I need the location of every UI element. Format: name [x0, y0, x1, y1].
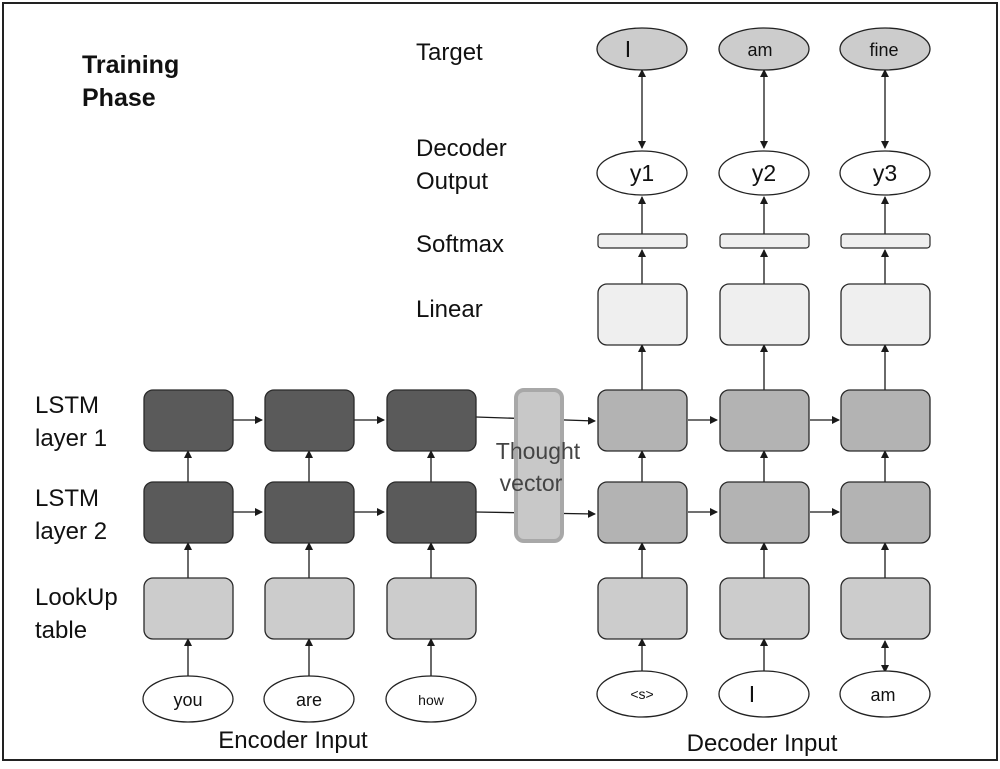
decoder-input-node — [718, 670, 810, 718]
decoder-lstm1-cell — [597, 389, 688, 452]
row-label-lstm1-line1: LSTM — [35, 392, 99, 419]
decoder-lstm2-cell — [840, 481, 931, 544]
row-label-lookup-line2: table — [35, 617, 87, 644]
encoder-input-node — [385, 675, 477, 723]
decoder-lstm1-cell — [840, 389, 931, 452]
decoder-lookup-cell — [840, 577, 931, 640]
diagram-title-line1: Training — [82, 51, 179, 79]
row-label-lstm1-line2: layer 1 — [35, 425, 107, 452]
encoder-input-word: how — [418, 692, 445, 708]
decoder-lookup-row — [597, 577, 931, 640]
linear-cell — [719, 283, 810, 346]
decoder-lstm2-row — [597, 481, 931, 544]
target-node — [596, 27, 688, 71]
encoder-lookup-cell — [386, 577, 477, 640]
target-node — [718, 27, 810, 71]
encoder-input-node — [142, 675, 234, 723]
decoder-lstm2-cell — [597, 481, 688, 544]
row-label-decoder-output-line1: Decoder — [416, 135, 507, 162]
decoder-input-node — [839, 670, 931, 718]
target-word: I — [625, 36, 631, 62]
decoder-output-word: y3 — [873, 160, 897, 186]
target-word: am — [747, 40, 772, 60]
decoder-input-node — [596, 670, 688, 718]
decoder-output-node — [839, 150, 931, 196]
encoder-lookup-cell — [143, 577, 234, 640]
linear-row — [597, 283, 931, 346]
decoder-lstm2-cell — [719, 481, 810, 544]
encoder-lookup-cell — [264, 577, 355, 640]
encoder-lookup-row — [143, 577, 477, 640]
linear-cell — [840, 283, 931, 346]
decoder-output-word: y2 — [752, 160, 776, 186]
encoder-lstm1-cell — [386, 389, 477, 452]
row-label-linear: Linear — [416, 296, 483, 323]
row-label-lstm2-line1: LSTM — [35, 485, 99, 512]
row-label-lstm2-line2: layer 2 — [35, 518, 107, 545]
encoder-input-label: Encoder Input — [218, 727, 368, 754]
softmax-cell — [840, 233, 931, 249]
linear-cell — [597, 283, 688, 346]
decoder-input-word: I — [749, 681, 755, 707]
encoder-lstm2-cell — [264, 481, 355, 544]
encoder-lstm2-row — [143, 481, 477, 544]
softmax-row — [597, 233, 931, 249]
decoder-lstm1-cell — [719, 389, 810, 452]
decoder-output-node — [718, 150, 810, 196]
decoder-lookup-cell — [597, 577, 688, 640]
encoder-lstm1-cell — [264, 389, 355, 452]
row-label-softmax: Softmax — [416, 231, 504, 258]
encoder-input-word: are — [296, 690, 322, 710]
decoder-lookup-cell — [719, 577, 810, 640]
target-node — [839, 27, 931, 71]
decoder-lstm1-row — [597, 389, 931, 452]
encoder-lstm2-cell — [143, 481, 234, 544]
encoder-lstm1-row — [143, 389, 477, 452]
thought-vector-bar — [514, 388, 564, 543]
encoder-lstm1-cell — [143, 389, 234, 452]
decoder-input-label: Decoder Input — [687, 730, 838, 757]
decoder-input-word: am — [870, 685, 895, 705]
target-word: fine — [869, 40, 898, 60]
thought-vector-label-line2: vector — [500, 470, 563, 496]
decoder-input-word: <s> — [630, 686, 653, 702]
softmax-cell — [719, 233, 810, 249]
row-label-lookup-line1: LookUp — [35, 584, 118, 611]
decoder-output-node — [596, 150, 688, 196]
encoder-lstm2-cell — [386, 481, 477, 544]
decoder-output-word: y1 — [630, 160, 654, 186]
thought-vector-label-line1: Thought — [496, 438, 581, 464]
diagram-title-line2: Phase — [82, 84, 156, 112]
encoder-input-node — [263, 675, 355, 723]
softmax-cell — [597, 233, 688, 249]
row-label-decoder-output-line2: Output — [416, 168, 488, 195]
encoder-input-word: you — [173, 690, 202, 710]
row-label-target: Target — [416, 39, 483, 66]
